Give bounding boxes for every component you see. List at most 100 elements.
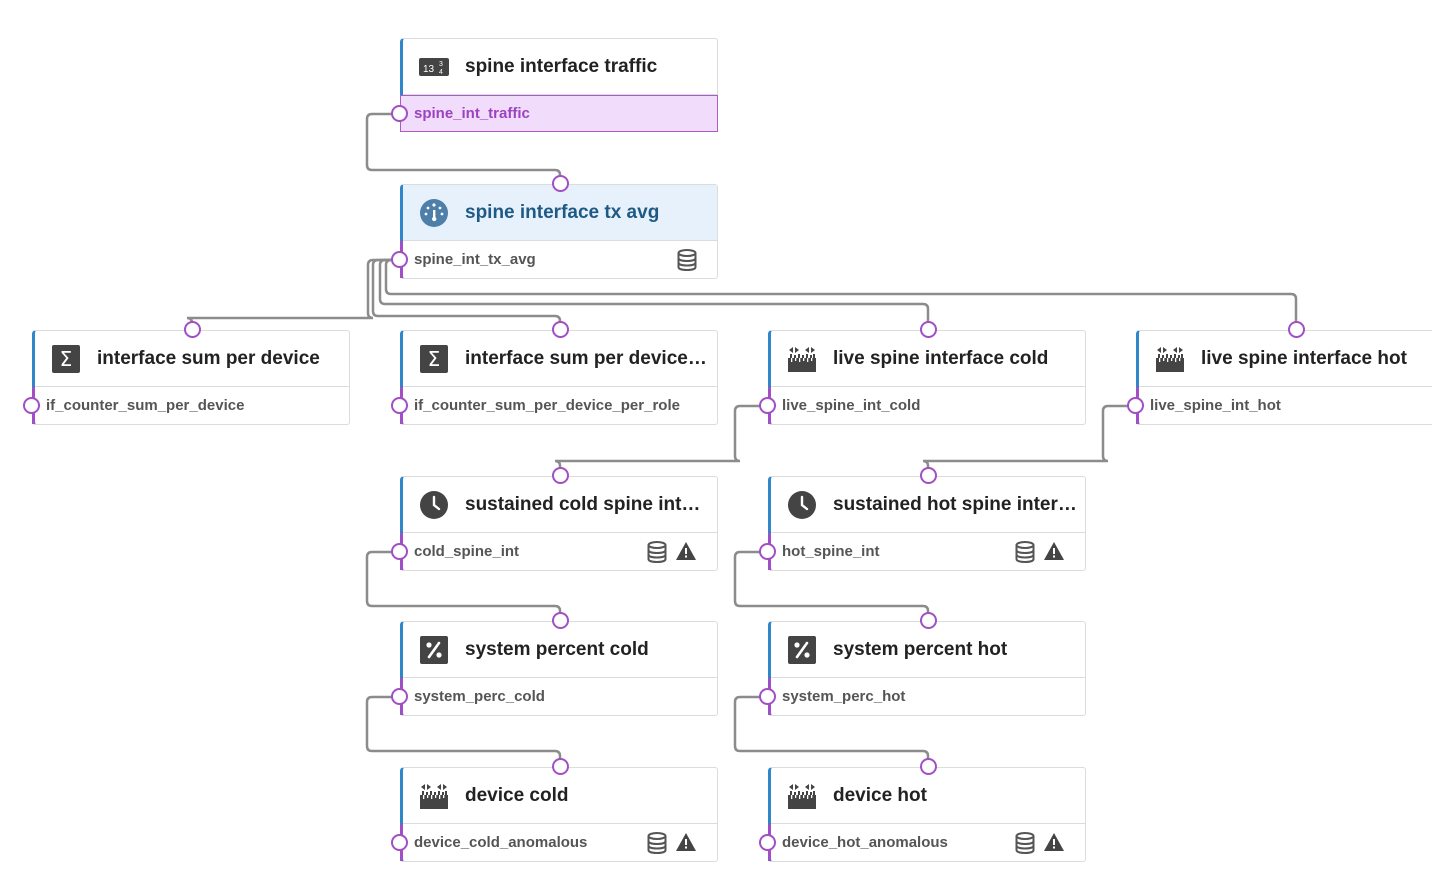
node-output[interactable]: spine_int_traffic xyxy=(391,95,718,132)
svg-text:4: 4 xyxy=(439,69,443,76)
output-name: spine_int_traffic xyxy=(414,105,530,122)
node-output[interactable]: live_spine_int_cold xyxy=(759,387,1085,424)
warning-icon[interactable] xyxy=(1043,832,1065,859)
input-port[interactable] xyxy=(919,321,937,338)
node-output[interactable]: device_cold_anomalous xyxy=(391,824,717,861)
output-port[interactable] xyxy=(1127,397,1144,414)
node-title: device cold xyxy=(465,785,569,806)
output-port[interactable] xyxy=(391,688,408,705)
output-name: device_hot_anomalous xyxy=(782,834,948,851)
node-title: system percent cold xyxy=(465,639,649,660)
node-output[interactable]: cold_spine_int xyxy=(391,533,717,570)
output-badges xyxy=(677,249,697,276)
node-title: interface sum per device xyxy=(97,348,320,369)
input-port[interactable] xyxy=(551,467,569,484)
node-header[interactable]: device hot xyxy=(771,768,1085,824)
node-title: interface sum per device per role xyxy=(465,348,709,369)
graph-node[interactable]: device hot device_hot_anomalous xyxy=(759,758,1086,862)
node-output[interactable]: if_counter_sum_per_device xyxy=(23,387,349,424)
database-icon[interactable] xyxy=(647,832,667,859)
graph-node[interactable]: sustained cold spine interface cold_spine… xyxy=(391,467,718,571)
node-header[interactable]: system percent cold xyxy=(403,622,717,678)
output-name: system_perc_cold xyxy=(414,688,545,705)
database-icon[interactable] xyxy=(647,541,667,568)
node-header[interactable]: device cold xyxy=(403,768,717,824)
node-header[interactable]: sustained cold spine interface xyxy=(403,477,717,533)
output-port[interactable] xyxy=(759,543,776,560)
node-title: live spine interface cold xyxy=(833,348,1049,369)
database-icon[interactable] xyxy=(677,249,697,276)
svg-text:13: 13 xyxy=(423,64,435,75)
output-badges xyxy=(647,541,697,568)
output-name: if_counter_sum_per_device_per_role xyxy=(414,397,680,414)
percent-icon xyxy=(787,635,817,665)
output-name: if_counter_sum_per_device xyxy=(46,397,245,414)
svg-text:3: 3 xyxy=(439,61,443,68)
node-output[interactable]: live_spine_int_hot xyxy=(1127,387,1432,424)
input-port[interactable] xyxy=(551,758,569,775)
input-port[interactable] xyxy=(551,175,569,192)
node-output[interactable]: system_perc_cold xyxy=(391,678,717,715)
input-port[interactable] xyxy=(919,758,937,775)
input-port[interactable] xyxy=(1287,321,1305,338)
output-name: hot_spine_int xyxy=(782,543,880,560)
output-port[interactable] xyxy=(759,688,776,705)
node-output[interactable]: hot_spine_int xyxy=(759,533,1085,570)
node-header[interactable]: spine interface tx avg xyxy=(403,185,717,241)
graph-node[interactable]: sustained hot spine interface hot_spine_i… xyxy=(759,467,1086,571)
database-icon[interactable] xyxy=(1015,832,1035,859)
node-header[interactable]: live spine interface cold xyxy=(771,331,1085,387)
node-title: device hot xyxy=(833,785,927,806)
range-icon xyxy=(787,781,817,811)
node-header[interactable]: sustained hot spine interface xyxy=(771,477,1085,533)
input-port[interactable] xyxy=(919,612,937,629)
output-port[interactable] xyxy=(759,834,776,851)
database-icon[interactable] xyxy=(1015,541,1035,568)
output-port[interactable] xyxy=(391,251,408,268)
input-port[interactable] xyxy=(919,467,937,484)
output-port[interactable] xyxy=(391,397,408,414)
warning-icon[interactable] xyxy=(1043,541,1065,568)
node-output[interactable]: spine_int_tx_avg xyxy=(391,241,717,278)
warning-icon[interactable] xyxy=(675,832,697,859)
input-port[interactable] xyxy=(551,321,569,338)
node-title: sustained cold spine interface xyxy=(465,494,709,515)
output-port[interactable] xyxy=(23,397,40,414)
input-port[interactable] xyxy=(551,612,569,629)
input-port[interactable] xyxy=(183,321,201,338)
warning-icon[interactable] xyxy=(675,541,697,568)
connection-wire xyxy=(186,258,402,330)
clock-icon xyxy=(787,490,817,520)
clock-icon xyxy=(419,490,449,520)
node-title: spine interface traffic xyxy=(465,56,658,77)
sigma-icon: Σ xyxy=(51,344,81,374)
node-title: sustained hot spine interface xyxy=(833,494,1077,515)
gauge-icon xyxy=(419,198,449,228)
node-title: system percent hot xyxy=(833,639,1008,660)
output-port[interactable] xyxy=(391,834,408,851)
output-port[interactable] xyxy=(759,397,776,414)
output-port[interactable] xyxy=(391,543,408,560)
graph-node[interactable]: system percent cold system_perc_cold xyxy=(391,612,718,716)
node-header[interactable]: system percent hot xyxy=(771,622,1085,678)
graph-node[interactable]: device cold device_cold_anomalous xyxy=(391,758,718,862)
graph-node[interactable]: live spine interface cold live_spine_int_… xyxy=(759,321,1086,425)
node-output[interactable]: device_hot_anomalous xyxy=(759,824,1085,861)
node-header[interactable]: live spine interface hot xyxy=(1139,331,1432,387)
node-output[interactable]: system_perc_hot xyxy=(759,678,1085,715)
output-port[interactable] xyxy=(391,105,408,122)
percent-icon xyxy=(419,635,449,665)
node-output[interactable]: if_counter_sum_per_device_per_role xyxy=(391,387,717,424)
graph-node[interactable]: system percent hot system_perc_hot xyxy=(759,612,1086,716)
